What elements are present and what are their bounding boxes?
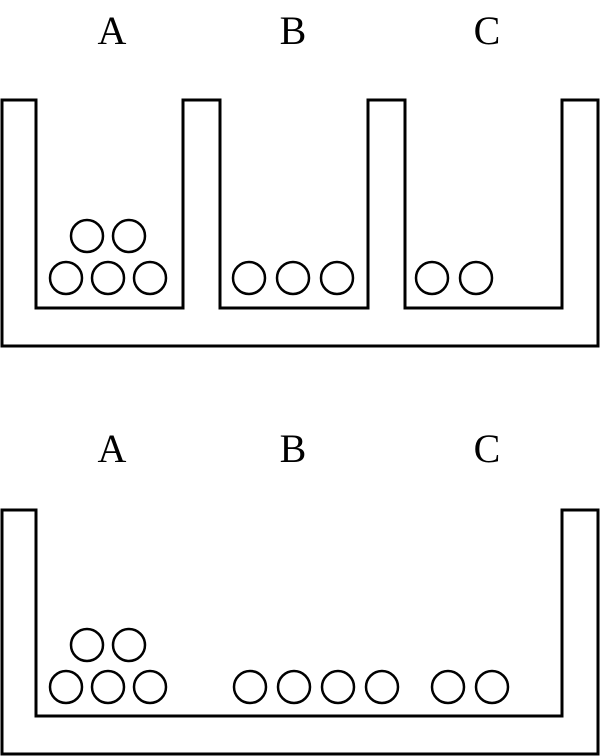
bottom-a-ball — [69, 627, 105, 663]
bottom-label-c: C — [474, 426, 501, 471]
bottom-container-outline — [0, 508, 600, 756]
bottom-b-ball — [364, 669, 400, 705]
bottom-diagram: A B C — [0, 426, 600, 756]
top-label-c: C — [474, 8, 501, 53]
top-a-ball — [69, 218, 105, 254]
top-a-ball — [132, 260, 168, 296]
top-container-outline — [0, 98, 600, 348]
top-b-ball — [231, 260, 267, 296]
top-c-ball — [414, 260, 450, 296]
bottom-balls — [48, 627, 510, 705]
bottom-label-b: B — [280, 426, 307, 471]
bottom-a-ball — [132, 669, 168, 705]
bottom-label-a: A — [98, 426, 127, 471]
top-c-ball — [458, 260, 494, 296]
top-a-ball — [48, 260, 84, 296]
top-label-b: B — [280, 8, 307, 53]
top-a-ball — [111, 218, 147, 254]
bottom-a-ball — [48, 669, 84, 705]
top-label-a: A — [98, 8, 127, 53]
top-a-ball — [90, 260, 126, 296]
bottom-c-ball — [430, 669, 466, 705]
top-b-ball — [319, 260, 355, 296]
bottom-a-ball — [90, 669, 126, 705]
top-diagram: A B C — [0, 8, 600, 348]
bottom-b-ball — [276, 669, 312, 705]
top-b-ball — [275, 260, 311, 296]
bottom-b-ball — [320, 669, 356, 705]
bottom-b-ball — [232, 669, 268, 705]
top-balls — [48, 218, 494, 296]
bottom-a-ball — [111, 627, 147, 663]
bottom-c-ball — [474, 669, 510, 705]
